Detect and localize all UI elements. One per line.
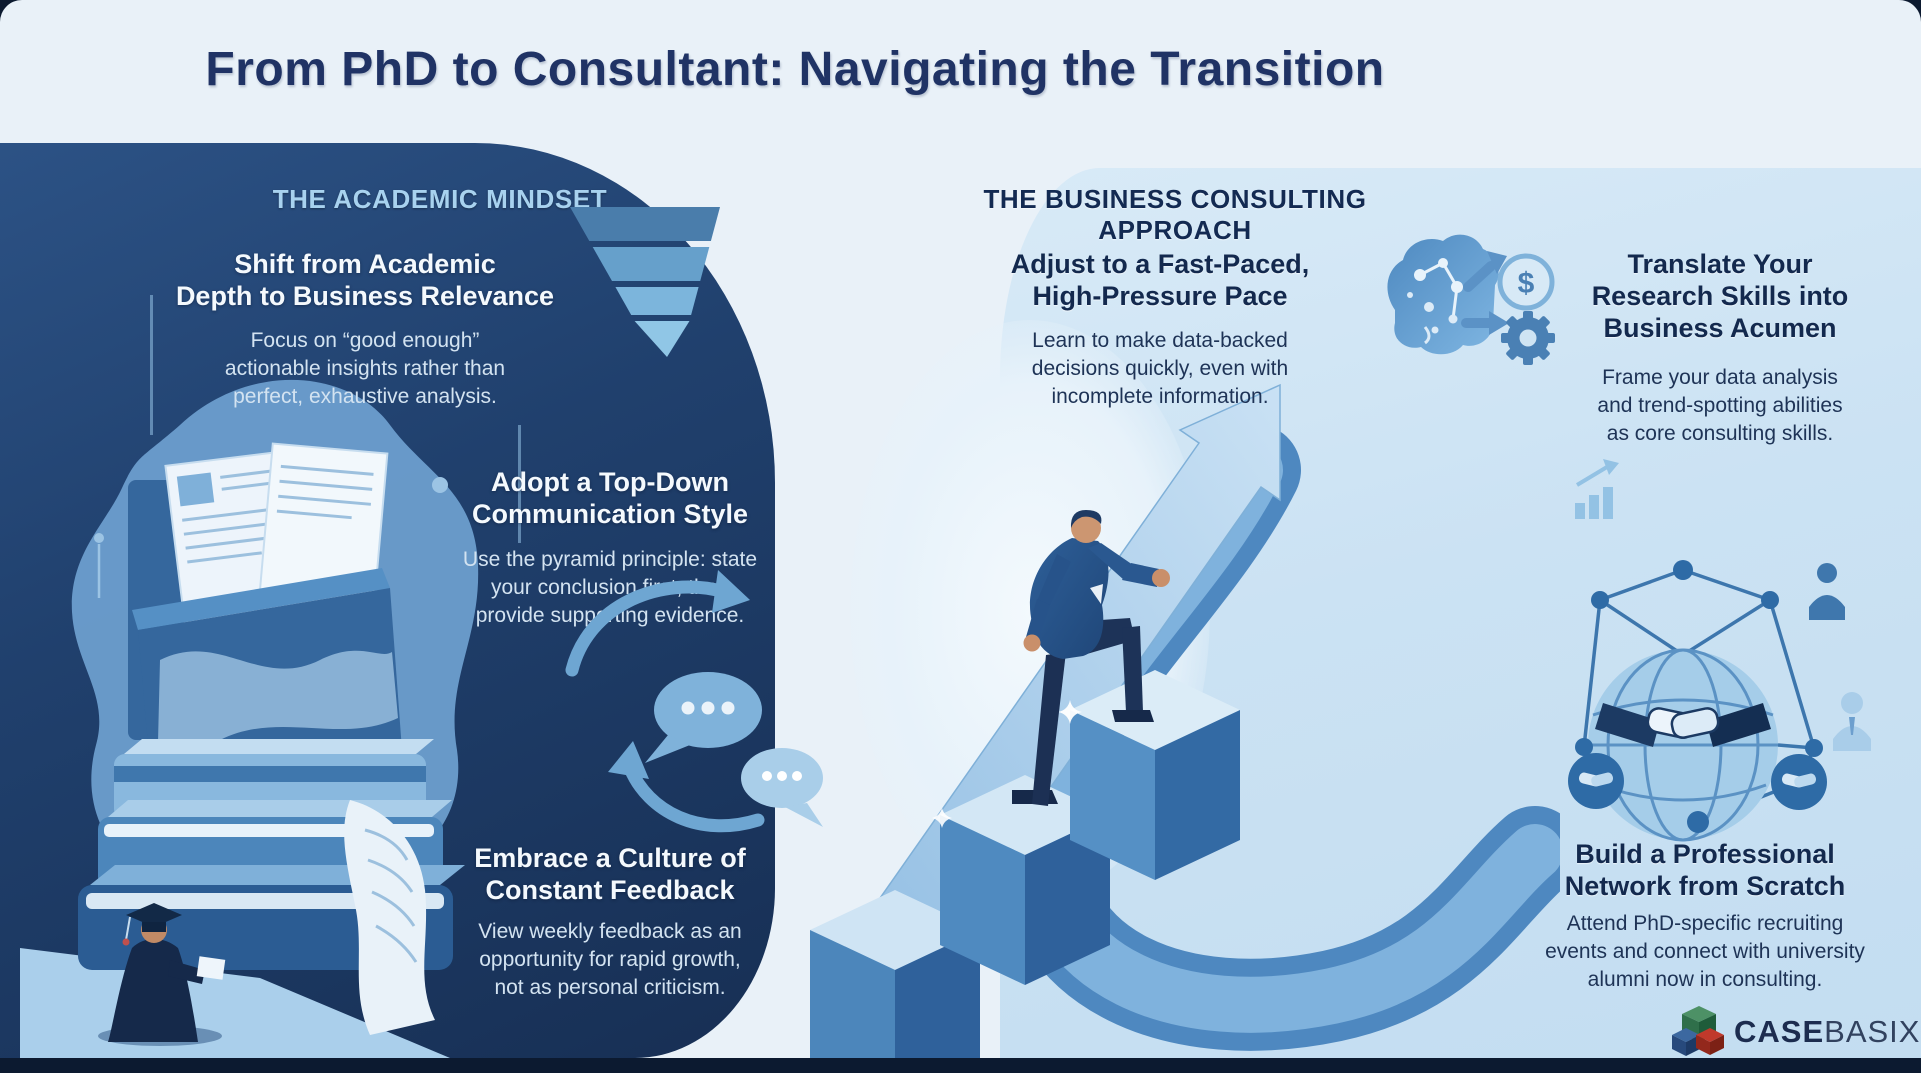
academic-item-2-title: Adopt a Top-Down Communication Style: [471, 467, 749, 529]
chat-bubble-small: [741, 748, 823, 827]
logo-text-case: CASE: [1734, 1014, 1825, 1049]
consulting-item-1-desc: Learn to make data-backed decisions quic…: [1031, 329, 1289, 408]
consulting-item-3-desc: Attend PhD-specific recruiting events an…: [1545, 912, 1865, 991]
cube-high: [1070, 670, 1240, 880]
deco-dot: [94, 533, 104, 543]
box-wave-glass: [158, 650, 398, 744]
sparkle-icon: [1058, 700, 1082, 724]
academic-header: THE ACADEMIC MINDSET: [272, 184, 608, 214]
handshake-badge-right: [1771, 754, 1827, 810]
deco-line: [150, 295, 153, 435]
brand-logo: CASEBASIX: [1672, 1002, 1919, 1058]
logo-text-basix: BASIX: [1824, 1014, 1921, 1049]
tassel: [122, 938, 130, 946]
feedback-cycle-icon: [565, 570, 823, 833]
person-silhouette-light: [1833, 692, 1871, 751]
box-lip: [132, 568, 390, 630]
mortarboard-cap-icon: [126, 903, 182, 927]
consulting-item-3-title: Build a Professional Network from Scratc…: [1564, 839, 1846, 901]
network-globe-icon: [1568, 459, 1871, 842]
sparkle-icon: [932, 808, 952, 828]
book-band: [114, 766, 426, 782]
graduate-figure: [98, 903, 226, 1046]
cube-low: [940, 775, 1110, 985]
dollar-circle-icon: $: [1497, 253, 1555, 311]
deco-dot: [432, 477, 448, 493]
network-nodes: [1575, 560, 1823, 833]
books-stack-graduate-illustration: [20, 379, 479, 1058]
page-title: From PhD to Consultant: Navigating the T…: [205, 43, 1385, 96]
blue-cube: [1672, 1028, 1700, 1056]
chart-arrow-icon: [1575, 459, 1619, 519]
gear-icon: [1501, 311, 1555, 365]
step-cubes: [810, 670, 1240, 1058]
curled-page: [344, 800, 435, 1035]
cube-bottom: [810, 890, 980, 1058]
book-top: [108, 800, 452, 817]
academic-item-3-title: Embrace a Culture of Constant Feedback: [474, 843, 746, 905]
inverted-pyramid-icon: [570, 207, 720, 357]
businessman-figure: [1012, 510, 1170, 806]
brain-icon: [1387, 234, 1499, 355]
arrow-up-right-icon: [1463, 261, 1496, 292]
hair: [1070, 510, 1102, 528]
svg-text:$: $: [1518, 267, 1535, 300]
red-cube: [1696, 1028, 1724, 1055]
consulting-item-2-desc: Frame your data analysis and trend-spott…: [1597, 366, 1843, 445]
person-silhouette-dark: [1809, 563, 1845, 620]
brain-gears-icon: $: [1387, 234, 1555, 365]
handshake-badge-left: [1568, 753, 1624, 809]
consulting-item-2-title: Translate Your Research Skills into Busi…: [1591, 249, 1849, 343]
chat-bubble-large: [645, 672, 762, 763]
consulting-item-1-title: Adjust to a Fast-Paced, High-Pressure Pa…: [1010, 249, 1310, 311]
academic-item-3-desc: View weekly feedback as an opportunity f…: [478, 920, 742, 999]
academic-item-1-title: Shift from Academic Depth to Business Re…: [175, 249, 555, 311]
businessman-steps-illustration: [810, 383, 1560, 1058]
handshake-icon: [1595, 703, 1771, 747]
logo-text: CASEBASIX: [1734, 1014, 1920, 1050]
logo-cubes-icon: [1672, 1006, 1724, 1056]
academic-item-1-desc: Focus on “good enough” actionable insigh…: [224, 329, 506, 408]
book-top: [124, 739, 434, 754]
consulting-header: THE BUSINESS CONSULTING APPROACH: [983, 184, 1367, 245]
deco-line: [518, 425, 521, 543]
